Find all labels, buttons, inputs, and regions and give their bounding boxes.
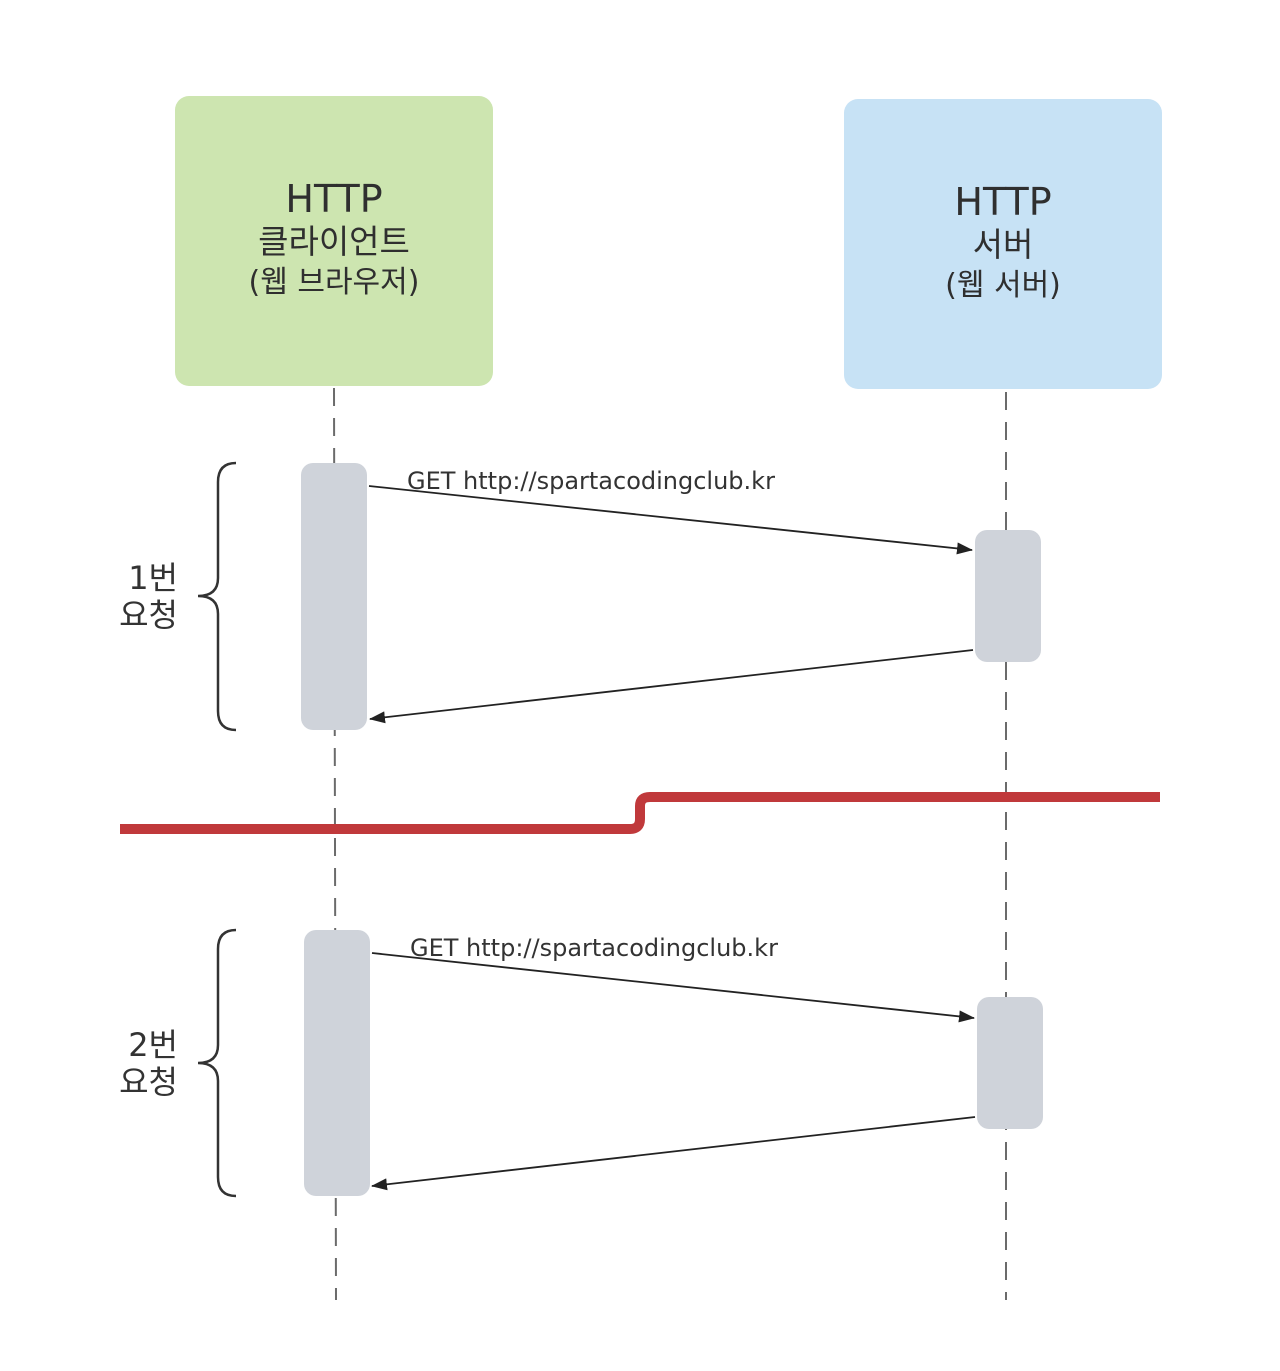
request-label-2: GET http://spartacodingclub.kr xyxy=(410,934,778,962)
server-actor: HTTP 서버 (웹 서버) xyxy=(844,99,1162,389)
group-1-label: 요청 xyxy=(119,596,178,634)
request-arrow-1 xyxy=(368,485,973,555)
group-2-label: 요청 xyxy=(119,1063,178,1101)
group-1-brace xyxy=(197,461,237,732)
client-activation-2 xyxy=(304,930,370,1196)
group-2-brace xyxy=(197,928,237,1198)
client-actor: HTTP 클라이언트 (웹 브라우저) xyxy=(175,96,493,386)
group-2-number: 2번 xyxy=(128,1026,178,1064)
client-actor-box xyxy=(175,96,493,386)
server-actor-title: HTTP xyxy=(954,180,1051,224)
request-arrow-2 xyxy=(371,952,975,1023)
server-activation-1 xyxy=(975,530,1041,662)
separator-line xyxy=(120,792,1160,834)
response-arrow-1 xyxy=(369,649,974,724)
response-arrow-2 xyxy=(371,1116,976,1191)
request-group-2: 2번 요청 GET http://spartacodingclub.kr xyxy=(119,928,1043,1198)
client-actor-title: HTTP xyxy=(285,177,382,221)
request-label-1: GET http://spartacodingclub.kr xyxy=(407,467,775,495)
client-actor-subtitle: 클라이언트 xyxy=(258,222,410,261)
server-activation-2 xyxy=(977,997,1043,1129)
server-actor-detail: (웹 서버) xyxy=(945,268,1061,303)
server-actor-subtitle: 서버 xyxy=(973,225,1034,264)
server-actor-box xyxy=(844,99,1162,389)
group-1-number: 1번 xyxy=(128,559,178,597)
client-actor-detail: (웹 브라우저) xyxy=(249,265,420,300)
request-group-1: 1번 요청 GET http://spartacodingclub.kr xyxy=(119,461,1041,732)
client-activation-1 xyxy=(301,463,367,730)
